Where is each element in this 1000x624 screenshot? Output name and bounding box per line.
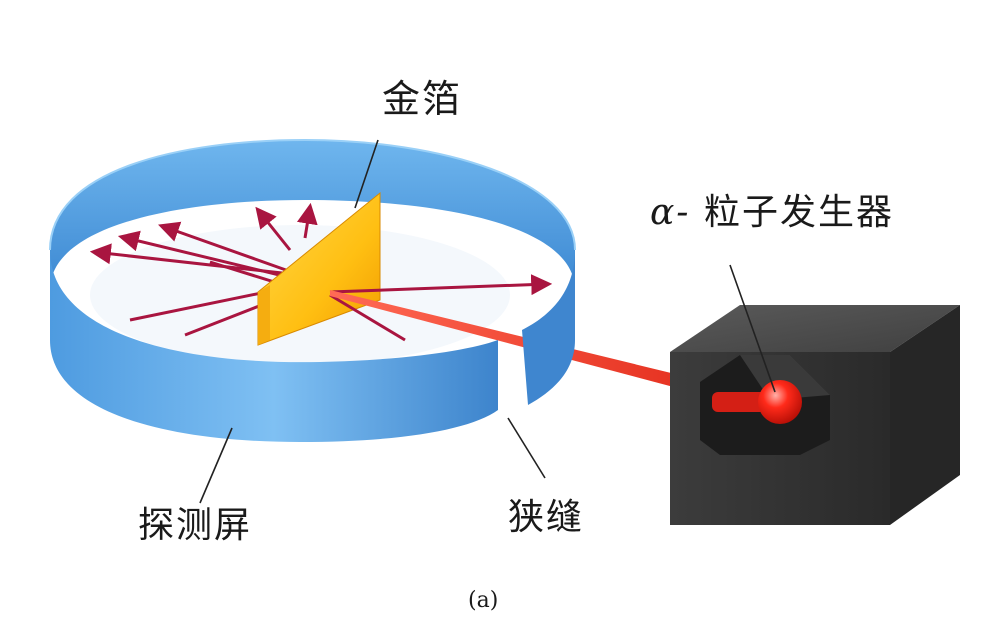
leader-source [729, 264, 776, 393]
scatter-arrow-2 [117, 230, 301, 282]
screen-rim [49, 138, 576, 251]
alpha-symbol: α- [650, 192, 691, 233]
forward-particle-paths [329, 274, 553, 342]
forward-arrow [329, 274, 553, 296]
slit-label: 狭缝 [508, 497, 585, 538]
forward-line-2 [329, 293, 406, 342]
figure-caption: (a) [468, 588, 499, 613]
leader-gold-foil [354, 139, 379, 209]
leader-lines [199, 139, 776, 504]
alpha-beam [330, 290, 700, 394]
leader-slit [507, 417, 546, 479]
scatter-arrow-5 [296, 202, 318, 239]
detection-screen-back-wall [50, 140, 575, 290]
leader-screen [199, 427, 233, 504]
alpha-particle-source [670, 305, 960, 525]
particle-source-text: 粒子发生器 [703, 192, 894, 233]
detection-screen [50, 250, 498, 442]
scatter-arrow-3 [158, 221, 301, 277]
gold-foil-label: 金箔 [382, 77, 463, 121]
scatter-arrow-4 [255, 206, 292, 251]
detection-screen-label: 探测屏 [138, 505, 253, 546]
particle-source-label: α- 粒子发生器 [650, 195, 894, 231]
detection-screen-right-segment [522, 250, 575, 405]
radioactive-source-ball [758, 380, 802, 424]
